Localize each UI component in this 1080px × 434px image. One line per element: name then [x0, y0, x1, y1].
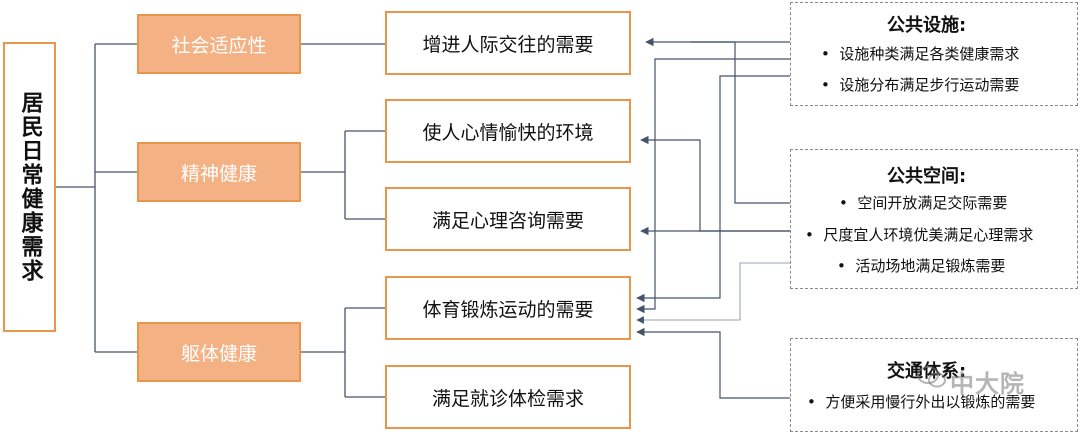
need-label: 使人心情愉快的环境 — [422, 121, 594, 144]
category-social: 社会适应性 — [137, 14, 301, 74]
category-social-label: 社会适应性 — [171, 34, 267, 57]
root-node: 居民日常健康需求 — [3, 42, 56, 332]
need-label: 体育锻炼运动的需要 — [422, 298, 594, 321]
panel-item: • 空间开放满足交际需要 — [839, 194, 1008, 212]
root-label: 居民日常健康需求 — [17, 91, 43, 283]
wechat-logo-icon — [917, 366, 946, 388]
panel-item: • 尺度宜人环境优美满足心理需求 — [805, 226, 1034, 244]
need-label: 满足就诊体检需求 — [431, 387, 584, 410]
panel-title: 公共空间: — [887, 166, 967, 187]
need-pleasant-environment: 使人心情愉快的环境 — [385, 99, 631, 163]
panel-public-facilities: 公共设施: • 设施种类满足各类健康需求 • 设施分布满足步行运动需要 — [790, 2, 1078, 106]
need-social-interaction: 增进人际交往的需要 — [385, 11, 631, 75]
need-psych-counseling: 满足心理咨询需要 — [385, 187, 631, 251]
need-medical-checkup: 满足就诊体检需求 — [385, 365, 631, 429]
category-mental: 精神健康 — [137, 142, 301, 202]
panel-item: • 方便采用慢行外出以锻炼的需要 — [807, 393, 1036, 411]
panel-title: 公共设施: — [887, 15, 967, 36]
need-label: 增进人际交往的需要 — [422, 33, 594, 56]
panel-item: • 设施分布满足步行运动需要 — [821, 76, 1020, 94]
category-body-label: 躯体健康 — [180, 342, 257, 365]
panel-title: 交通体系: — [887, 361, 967, 382]
panel-public-space: 公共空间: • 空间开放满足交际需要 • 尺度宜人环境优美满足心理需求 • 活动… — [790, 149, 1078, 289]
watermark-text: 中大院 — [950, 370, 1025, 398]
need-exercise: 体育锻炼运动的需要 — [385, 276, 631, 340]
need-label: 满足心理咨询需要 — [431, 209, 584, 232]
category-mental-label: 精神健康 — [180, 162, 257, 185]
panel-item: • 活动场地满足锻炼需要 — [837, 257, 1006, 275]
panel-item: • 设施种类满足各类健康需求 — [821, 45, 1020, 63]
category-body: 躯体健康 — [137, 322, 301, 382]
